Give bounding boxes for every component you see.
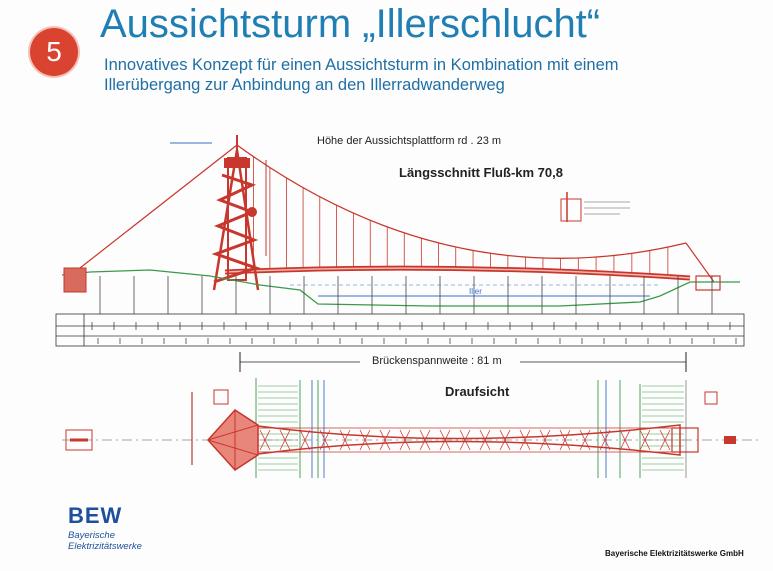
platform-height-label: Höhe der Aussichtsplattform rd . 23 m xyxy=(317,135,502,147)
left-end-marker xyxy=(65,429,93,451)
footer-company: Bayerische Elektrizitätswerke GmbH xyxy=(605,549,744,558)
truss-diagonal xyxy=(279,429,291,451)
truss-diagonal xyxy=(559,429,571,451)
truss-diagonal xyxy=(359,429,371,451)
longitudinal-section xyxy=(55,135,745,347)
truss-diagonal xyxy=(519,429,531,451)
terrain-line xyxy=(61,269,740,307)
truss-diagonal xyxy=(659,429,671,451)
subtitle-line-2: Illerübergang zur Anbindung an den Iller… xyxy=(104,76,505,94)
truss-diagonal xyxy=(639,429,651,451)
truss-diagonal xyxy=(619,429,631,451)
slide-title: Aussichtsturm „Illerschlucht“ xyxy=(100,2,601,46)
truss-diagonal xyxy=(319,429,331,451)
logo-sub-line-2: Elektrizitätswerke xyxy=(68,541,142,552)
truss-diagonal xyxy=(259,429,271,451)
left-abutment xyxy=(63,267,87,293)
detail-inset xyxy=(560,192,630,222)
logo-sub-line-1: Bayerische xyxy=(68,530,115,541)
span-label: Brückenspannweite : 81 m xyxy=(368,355,506,367)
suspension-hangers xyxy=(253,156,669,275)
truss-diagonal xyxy=(379,429,391,451)
truss-diagonal xyxy=(439,429,451,451)
back-stay-cable xyxy=(79,144,238,269)
span-dimension xyxy=(239,352,687,372)
slide-number-badge: 5 xyxy=(30,28,78,76)
truss-diagonal xyxy=(299,429,311,451)
tower-plan xyxy=(191,389,259,471)
truss-diagonal xyxy=(479,429,491,451)
truss-diagonal xyxy=(539,429,551,451)
truss-diagonal xyxy=(499,429,511,451)
right-abutment xyxy=(695,275,721,291)
bew-logo-subtitle: Bayerische Elektrizitätswerke xyxy=(68,530,142,552)
subtitle-line-1: Innovatives Konzept für einen Aussichtst… xyxy=(104,56,619,74)
truss-diagonal xyxy=(419,429,431,451)
truss-diagonal xyxy=(459,429,471,451)
truss-diagonal xyxy=(599,429,611,451)
bew-logo: BEW xyxy=(68,503,123,528)
truss-diagonal xyxy=(579,429,591,451)
truss-diagonal xyxy=(339,429,351,451)
observation-tower xyxy=(211,135,267,291)
truss-diagonal xyxy=(399,429,411,451)
section-title: Längsschnitt Fluß-km 70,8 xyxy=(399,165,563,180)
main-cable xyxy=(236,144,687,259)
slide-subtitle: Innovatives Konzept für einen Aussichtst… xyxy=(104,55,619,95)
plan-title: Draufsicht xyxy=(445,384,510,399)
river-label: Iller xyxy=(469,287,482,296)
plan-view xyxy=(62,378,760,478)
